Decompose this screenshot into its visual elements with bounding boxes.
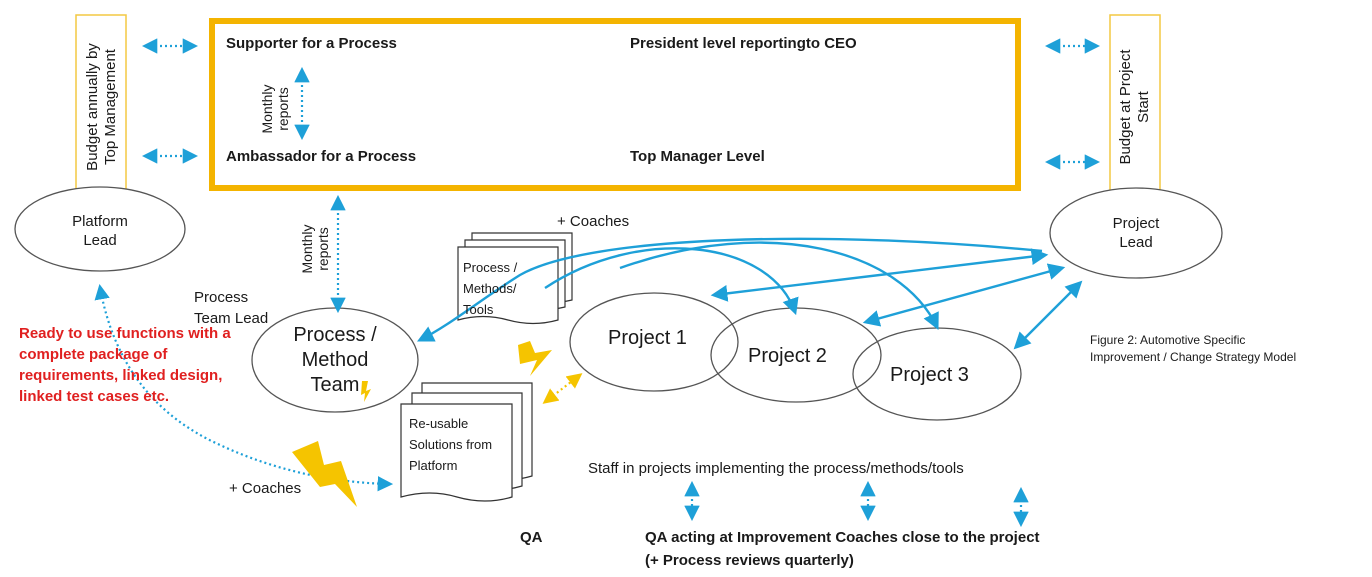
coaches-bottom-label: + Coaches — [229, 480, 302, 497]
supporter-label: Supporter for a Process — [226, 35, 397, 52]
budget-annual-label: Budget annually by Top Management — [84, 43, 119, 171]
project-lead-ellipse — [1049, 187, 1223, 279]
process-team-lead-label: Process Team Lead — [194, 289, 269, 327]
platform-lead-label: Platform Lead — [72, 213, 128, 249]
project-lead-label: Project Lead — [1112, 215, 1160, 251]
coaches-top-label: + Coaches — [557, 213, 630, 230]
process-reviews-label: (+ Process reviews quarterly) — [645, 552, 854, 569]
arrow-projectlead-project2 — [862, 263, 1066, 327]
monthly-reports-top-label: Monthly reports — [259, 84, 291, 134]
reusable-solutions-stack — [400, 382, 533, 502]
qa-label: QA — [520, 529, 543, 546]
arrow-projectlead-project1 — [710, 248, 1049, 302]
arrow-projectlead-processteam — [416, 237, 1043, 342]
project-2-label: Project 2 — [748, 345, 827, 367]
budget-project-box — [1109, 14, 1161, 198]
monthly-reports-team-label: Monthly reports — [299, 224, 331, 274]
lightning-bolt-icon — [292, 441, 357, 507]
ready-to-use-note: Ready to use functions with a complete p… — [19, 325, 231, 405]
president-label: President level reportingto CEO — [630, 35, 857, 52]
top-management-frame — [209, 18, 1021, 191]
staff-label: Staff in projects implementing the proce… — [588, 460, 964, 477]
arrow-reusable-project1 — [542, 373, 583, 404]
arrow-projectlead-project3 — [1013, 280, 1083, 350]
budget-project-label: Budget at Project Start — [1117, 49, 1152, 165]
platform-lead-ellipse — [14, 186, 186, 272]
process-method-team-label: Process / Method Team — [293, 324, 377, 396]
top-manager-label: Top Manager Level — [630, 148, 765, 165]
lightning-bolt-icon — [361, 381, 371, 402]
qa-acting-label: QA acting at Improvement Coaches close t… — [645, 529, 1040, 546]
reusable-solutions-label: Re-usable Solutions from Platform — [409, 416, 493, 473]
project-3-label: Project 3 — [890, 364, 969, 386]
figure-caption: Figure 2: Automotive Specific Improvemen… — [1090, 333, 1297, 364]
lightning-bolt-icon — [518, 341, 552, 376]
process-methods-tools-label: Process / Methods/ Tools — [463, 260, 518, 317]
project-1-ellipse — [569, 292, 739, 392]
ambassador-label: Ambassador for a Process — [226, 148, 417, 165]
project-1-label: Project 1 — [608, 327, 687, 349]
